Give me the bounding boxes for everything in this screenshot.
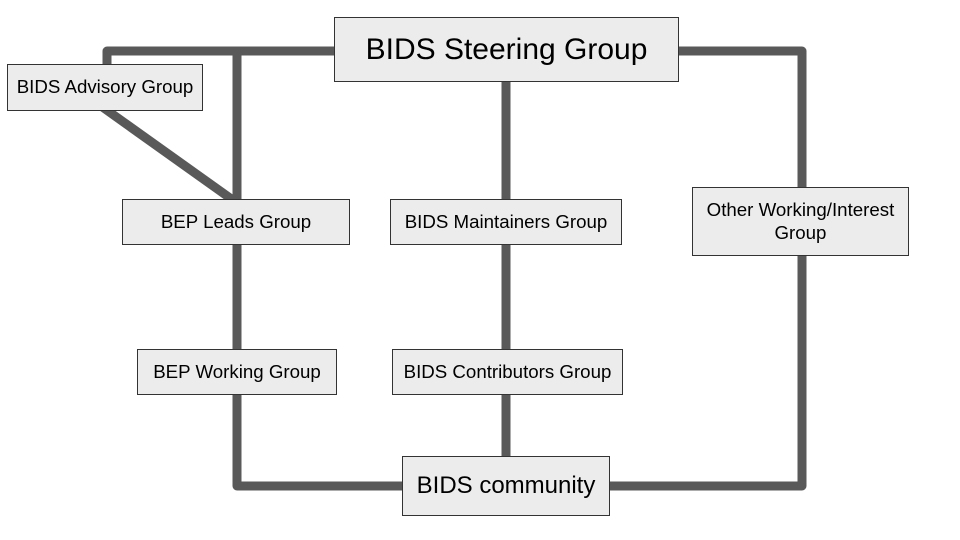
connector-frame-line <box>102 46 807 491</box>
node-bids-community: BIDS community <box>402 456 610 516</box>
node-bids-advisory-group: BIDS Advisory Group <box>7 64 203 111</box>
node-bep-leads-group: BEP Leads Group <box>122 199 350 245</box>
node-bids-contributors-group: BIDS Contributors Group <box>392 349 623 395</box>
node-other-working-interest-group: Other Working/Interest Group <box>692 187 909 256</box>
node-bep-working-group: BEP Working Group <box>137 349 337 395</box>
node-bids-steering-group: BIDS Steering Group <box>334 17 679 82</box>
node-bids-maintainers-group: BIDS Maintainers Group <box>390 199 622 245</box>
connector-advisory-diagonal-line <box>98 102 240 207</box>
